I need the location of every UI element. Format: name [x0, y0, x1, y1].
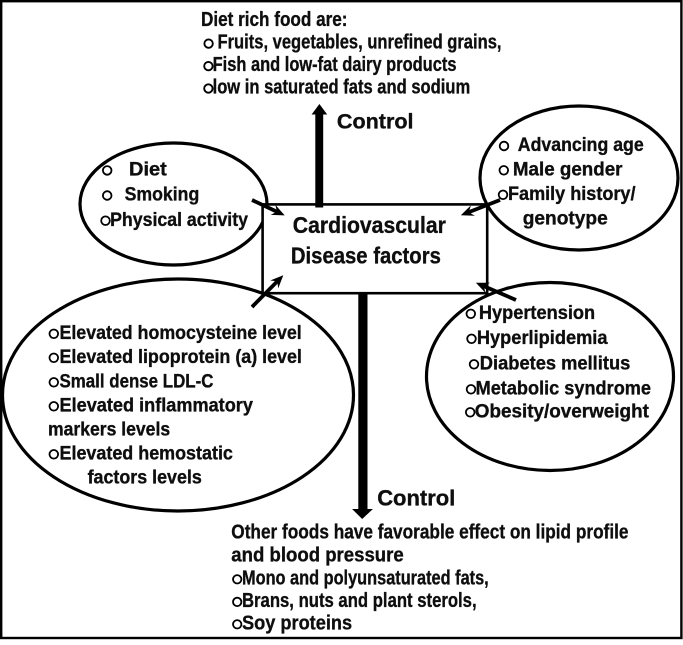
svg-text:Obesity/overweight: Obesity/overweight	[475, 401, 650, 423]
svg-text:Brans, nuts and plant sterols,: Brans, nuts and plant sterols,	[242, 589, 477, 612]
svg-text:Advancing age: Advancing age	[518, 134, 644, 156]
svg-text:Fruits, vegetables, unrefined: Fruits, vegetables, unrefined grains,	[218, 31, 502, 54]
svg-text:Elevated hemostatic: Elevated hemostatic	[60, 443, 234, 465]
svg-text:low in saturated fats and sodi: low in saturated fats and sodium	[213, 76, 471, 99]
svg-text:Elevated homocysteine level: Elevated homocysteine level	[60, 322, 302, 344]
svg-text:Smoking: Smoking	[125, 184, 200, 206]
svg-text:Physical activity: Physical activity	[110, 209, 248, 231]
svg-text:Diet: Diet	[129, 159, 167, 181]
svg-text:Diabetes mellitus: Diabetes mellitus	[480, 353, 631, 375]
svg-text:Hypertension: Hypertension	[479, 302, 595, 324]
svg-text:Metabolic syndrome: Metabolic syndrome	[476, 378, 652, 400]
svg-text:Cardiovascular: Cardiovascular	[293, 212, 446, 238]
svg-text:Disease factors: Disease factors	[291, 243, 441, 269]
svg-text:Fish and low-fat dairy product: Fish and low-fat dairy products	[213, 53, 457, 76]
svg-text:Hyperlipidemia: Hyperlipidemia	[477, 327, 608, 349]
svg-text:factors levels: factors levels	[88, 467, 202, 489]
svg-text:Elevated inflammatory: Elevated inflammatory	[60, 395, 254, 417]
svg-text:genotype: genotype	[523, 208, 608, 230]
svg-text:Control: Control	[337, 109, 414, 134]
svg-text:Diet rich food are:: Diet rich food are:	[201, 8, 348, 31]
svg-text:Control: Control	[377, 486, 455, 511]
svg-text:Family history/: Family history/	[508, 183, 636, 205]
svg-text:Other foods have favorable e: Other foods have favorable effect on lip…	[231, 521, 628, 544]
svg-text:Small dense LDL-C: Small dense LDL-C	[60, 371, 214, 393]
svg-text:Male gender: Male gender	[513, 159, 623, 181]
svg-text:markers levels: markers levels	[48, 419, 170, 441]
svg-text:Soy proteins: Soy proteins	[242, 611, 352, 634]
svg-text:and blood pressure: and blood pressure	[231, 543, 403, 566]
svg-text:Elevated lipoprotein (a) level: Elevated lipoprotein (a) level	[60, 346, 302, 368]
svg-text:Mono and polyunsaturated fats,: Mono and polyunsaturated fats,	[242, 566, 489, 589]
